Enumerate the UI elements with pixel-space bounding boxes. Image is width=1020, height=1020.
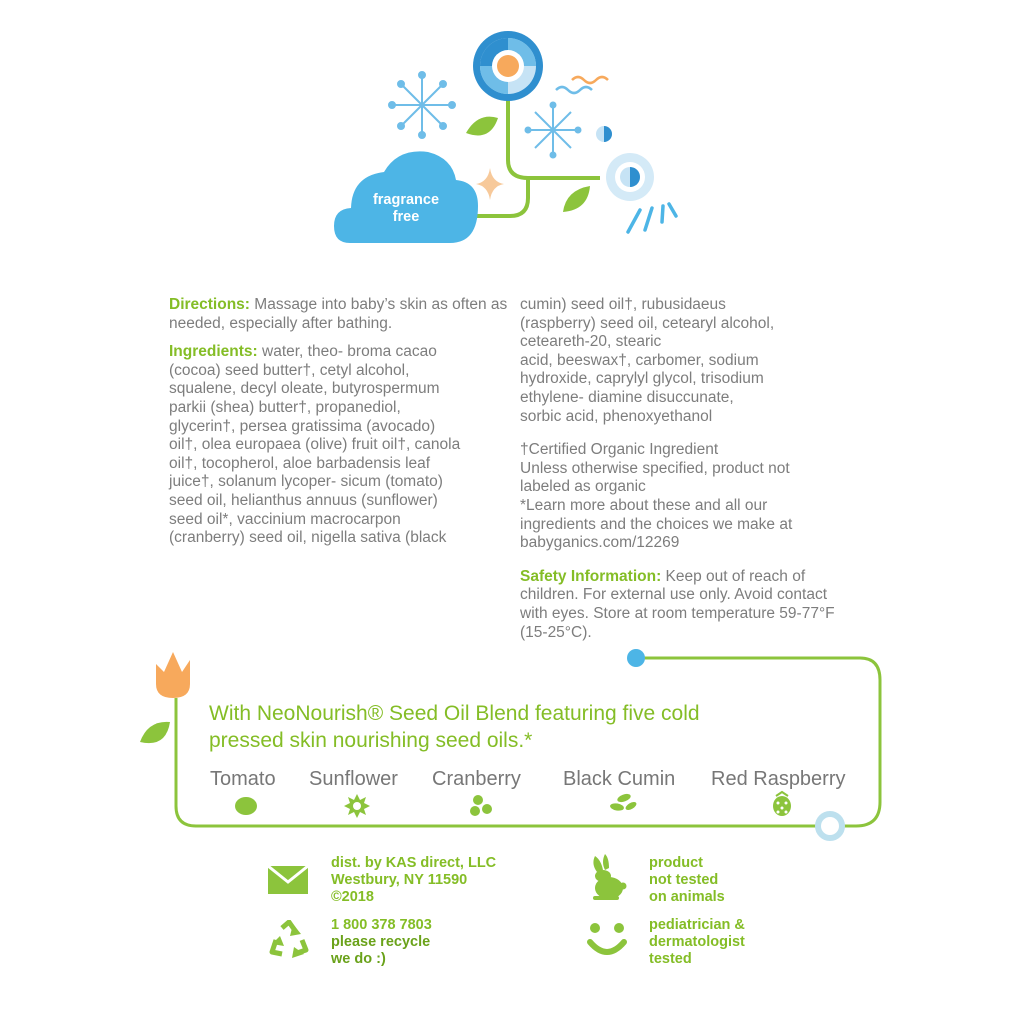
cruelty-free-info: product not tested on animals [649, 855, 725, 906]
tulip-icon [156, 652, 190, 698]
ingredients-line: (cocoa) seed butter†, cetyl alcohol, [169, 361, 410, 379]
ingredients-continued: cumin) seed oil†, rubusidaeus (raspberry… [520, 296, 880, 426]
directions-text: Massage into baby’s skin as often as nee… [169, 296, 508, 332]
notes: †Certified Organic Ingredient Unless oth… [520, 441, 880, 553]
ingredients-line: hydroxide, caprylyl glycol, trisodium [520, 370, 764, 388]
footer-line: on animals [649, 889, 725, 905]
ingredients-line: oil†, olea europaea (olive) fruit oil†, … [169, 436, 461, 454]
footer-line: tested [649, 951, 692, 967]
fragrance-free-badge: fragrance free [350, 192, 462, 226]
recycle-icon [269, 920, 309, 958]
directions-label: Directions: [169, 296, 250, 313]
safety-information: Safety Information: Keep out of reach of… [520, 568, 880, 642]
leaf-icon [466, 116, 498, 136]
safety-line: with eyes. Store at room temperature 59-… [520, 604, 835, 622]
sparkle-icon [476, 168, 504, 200]
blue-dot-icon [627, 649, 645, 667]
tested-info: pediatrician & dermatologist tested [649, 917, 745, 968]
cloud-shape [334, 151, 478, 243]
leaf-icon [140, 721, 170, 744]
blend-line-2: pressed skin nourishing seed oils.* [209, 729, 533, 752]
oil-red-raspberry: Red Raspberry [711, 768, 846, 790]
directions: Directions: Massage into baby’s skin as … [169, 296, 509, 333]
oil-sunflower: Sunflower [309, 768, 398, 790]
ingredients-line: (cranberry) seed oil, nigella sativa (bl… [169, 529, 447, 547]
ingredients-line: seed oil, helianthus annuus (sunflower) [169, 491, 438, 509]
ingredients-line: glycerin†, persea gratissima (avocado) [169, 417, 436, 435]
footer-line: please recycle [331, 934, 431, 950]
snowflake-icon [524, 101, 582, 159]
ingredients: Ingredients: water, theo- broma cacao (c… [169, 343, 509, 548]
safety-line: Keep out of reach of [661, 567, 806, 585]
leaf-icon [563, 186, 590, 212]
cranberry-icon [470, 795, 492, 816]
safety-line: (15-25°C). [520, 623, 592, 641]
footer-line: ©2018 [331, 889, 374, 905]
footer-line: pediatrician & [649, 917, 745, 933]
oil-cranberry: Cranberry [432, 768, 521, 790]
badge-line-1: fragrance [372, 192, 440, 208]
footer-line: product [649, 855, 703, 871]
ingredients-line: oil†, tocopherol, aloe barbadensis leaf [169, 454, 431, 472]
ingredients-line: acid, beeswax†, carbomer, sodium [520, 351, 759, 369]
oil-icons [235, 790, 791, 818]
footer-line: we do :) [331, 951, 386, 967]
left-column: Directions: Massage into baby’s skin as … [169, 296, 509, 548]
blend-frame [140, 649, 882, 841]
right-column: cumin) seed oil†, rubusidaeus (raspberry… [520, 296, 880, 642]
footer-line: Westbury, NY 11590 [331, 872, 468, 888]
recycle-info: 1 800 378 7803 please recycle we do :) [331, 917, 432, 968]
footer-line: dist. by KAS direct, LLC [331, 855, 497, 871]
phone-number: 1 800 378 7803 [331, 917, 432, 933]
black-cumin-icon [610, 793, 637, 811]
badge-line-2: free [392, 209, 420, 225]
snowflake-icon [388, 71, 456, 139]
ingredients-line: (raspberry) seed oil, cetearyl alcohol, [520, 314, 775, 332]
footer-line: dermatologist [649, 934, 745, 950]
top-illustration [334, 31, 678, 243]
note-line: babyganics.com/12269 [520, 534, 680, 552]
ingredients-line: cumin) seed oil†, rubusidaeus [520, 296, 726, 313]
blend-heading: With NeoNourish® Seed Oil Blend featurin… [209, 700, 849, 754]
ingredients-line: ceteareth-20, stearic [520, 333, 662, 351]
mail-icon [268, 866, 308, 894]
note-line: †Certified Organic Ingredient [520, 441, 719, 459]
ring-icon [815, 811, 845, 841]
safety-line: children. For external use only. Avoid c… [520, 586, 828, 604]
ingredients-line: ethylene- diamine disuccunate, [520, 388, 734, 406]
flower-icon [473, 31, 543, 101]
note-line: labeled as organic [520, 478, 646, 496]
tomato-icon [235, 792, 257, 815]
blend-line-1: With NeoNourish® Seed Oil Blend featurin… [209, 702, 700, 725]
distributor-info: dist. by KAS direct, LLC Westbury, NY 11… [331, 855, 496, 906]
smiley-icon [587, 923, 627, 955]
bunny-icon [593, 854, 627, 900]
ingredients-line: juice†, solanum lycoper- sicum (tomato) [169, 473, 443, 491]
oil-tomato: Tomato [210, 768, 276, 790]
note-line: Unless otherwise specified, product not [520, 459, 790, 477]
ingredients-line: squalene, decyl oleate, butyrospermum [169, 380, 440, 398]
gear-flower-icon [606, 153, 654, 201]
note-line: *Learn more about these and all our [520, 496, 768, 514]
safety-label: Safety Information: [520, 567, 662, 585]
footer-line: not tested [649, 872, 719, 888]
raspberry-icon [773, 790, 791, 816]
ingredients-line: seed oil*, vaccinium macrocarpon [169, 510, 401, 528]
ingredients-line: water, theo- broma cacao [257, 343, 437, 361]
oil-black-cumin: Black Cumin [563, 768, 676, 790]
ingredients-label: Ingredients: [169, 343, 258, 361]
ingredients-line: parkii (shea) butter†, propanediol, [169, 398, 401, 416]
note-line: ingredients and the choices we make at [520, 515, 793, 533]
sunflower-icon [344, 794, 370, 818]
ingredients-line: sorbic acid, phenoxyethanol [520, 407, 713, 425]
